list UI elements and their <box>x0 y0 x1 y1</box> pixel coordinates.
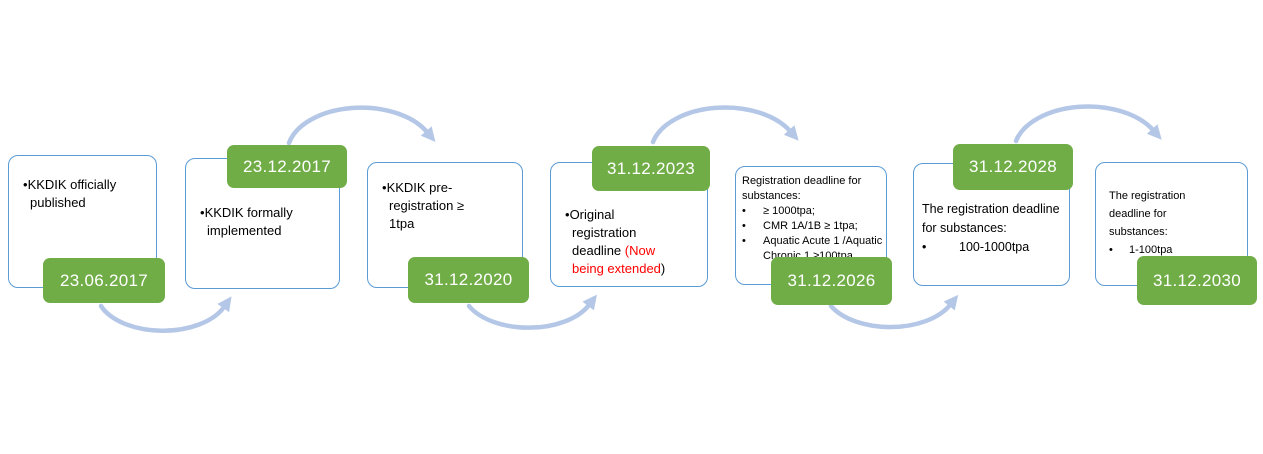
milestone-label: Original registration deadline <box>569 207 637 258</box>
date-badge-5: 31.12.2026 <box>771 257 892 305</box>
date-badge-3: 31.12.2020 <box>408 257 529 303</box>
date-text: 31.12.2020 <box>424 270 513 289</box>
milestone-text-7: The registration deadline for substances… <box>1109 187 1199 259</box>
milestone-label: KKDIK officially published <box>27 177 117 210</box>
date-text: 31.12.2026 <box>787 271 876 290</box>
bullet-icon: • <box>922 240 927 254</box>
date-badge-1: 23.06.2017 <box>43 258 165 303</box>
milestone-text-4: •Original registration deadline (Now bei… <box>565 206 675 278</box>
bullet-icon: • <box>742 235 746 247</box>
bullet-label: 1-100tpa <box>1129 244 1173 256</box>
curved-arrow-down-3-icon <box>828 294 959 330</box>
curved-arrow-down-1-icon <box>98 296 232 333</box>
milestone-text-6: The registration deadline for substances… <box>922 200 1067 257</box>
milestone-label: KKDIK formally implemented <box>204 205 293 238</box>
bullet-icon: • <box>1109 244 1113 256</box>
bullet-label: 100-1000tpa <box>959 240 1030 254</box>
bullet-icon: • <box>565 207 570 222</box>
date-text: 23.06.2017 <box>59 270 149 290</box>
date-text: 31.12.2030 <box>1152 270 1242 290</box>
list-item: • 100-1000tpa <box>922 238 1067 257</box>
milestone-heading: Registration deadline for substances: <box>742 175 862 202</box>
bullet-icon: • <box>382 180 387 195</box>
milestone-label: ) <box>660 261 666 276</box>
bullet-icon: • <box>742 220 746 232</box>
milestone-text-2: •KKDIK formally implemented <box>200 204 319 240</box>
milestone-label: KKDIK pre-registration ≥ 1tpa <box>386 180 465 231</box>
list-item: • 1-100tpa <box>1109 241 1199 259</box>
date-text: 23.12.2017 <box>242 156 332 176</box>
milestone-text-3: •KKDIK pre-registration ≥ 1tpa <box>382 179 489 233</box>
bullet-icon: • <box>742 205 746 217</box>
date-text: 31.12.2023 <box>606 158 696 178</box>
curved-arrow-up-3-icon <box>1013 104 1162 144</box>
milestone-heading: The registration deadline for substances… <box>922 202 1060 235</box>
bullet-label: ≥ 1000tpa; <box>763 205 815 217</box>
bullet-icon: • <box>200 205 205 220</box>
date-badge-6: 31.12.2028 <box>953 144 1073 190</box>
milestone-text-5: Registration deadline for substances: • ≥… <box>742 174 884 264</box>
date-text: 31.12.2028 <box>968 157 1058 176</box>
list-item: • ≥ 1000tpa; <box>742 204 884 219</box>
curved-arrow-down-2-icon <box>466 294 597 330</box>
milestone-text-1: •KKDIK officially published <box>23 176 140 212</box>
curved-arrow-up-1-icon <box>286 105 436 146</box>
date-badge-7: 31.12.2030 <box>1137 256 1257 305</box>
date-badge-2: 23.12.2017 <box>227 145 347 188</box>
list-item: • CMR 1A/1B ≥ 1tpa; <box>742 219 884 234</box>
milestone-label-red: (Now being extended <box>572 243 661 276</box>
milestone-heading: The registration deadline for substances… <box>1109 190 1186 238</box>
bullet-icon: • <box>23 177 28 192</box>
curved-arrow-up-2-icon <box>650 105 799 145</box>
date-badge-4: 31.12.2023 <box>592 146 710 191</box>
bullet-label: CMR 1A/1B ≥ 1tpa; <box>763 220 858 232</box>
